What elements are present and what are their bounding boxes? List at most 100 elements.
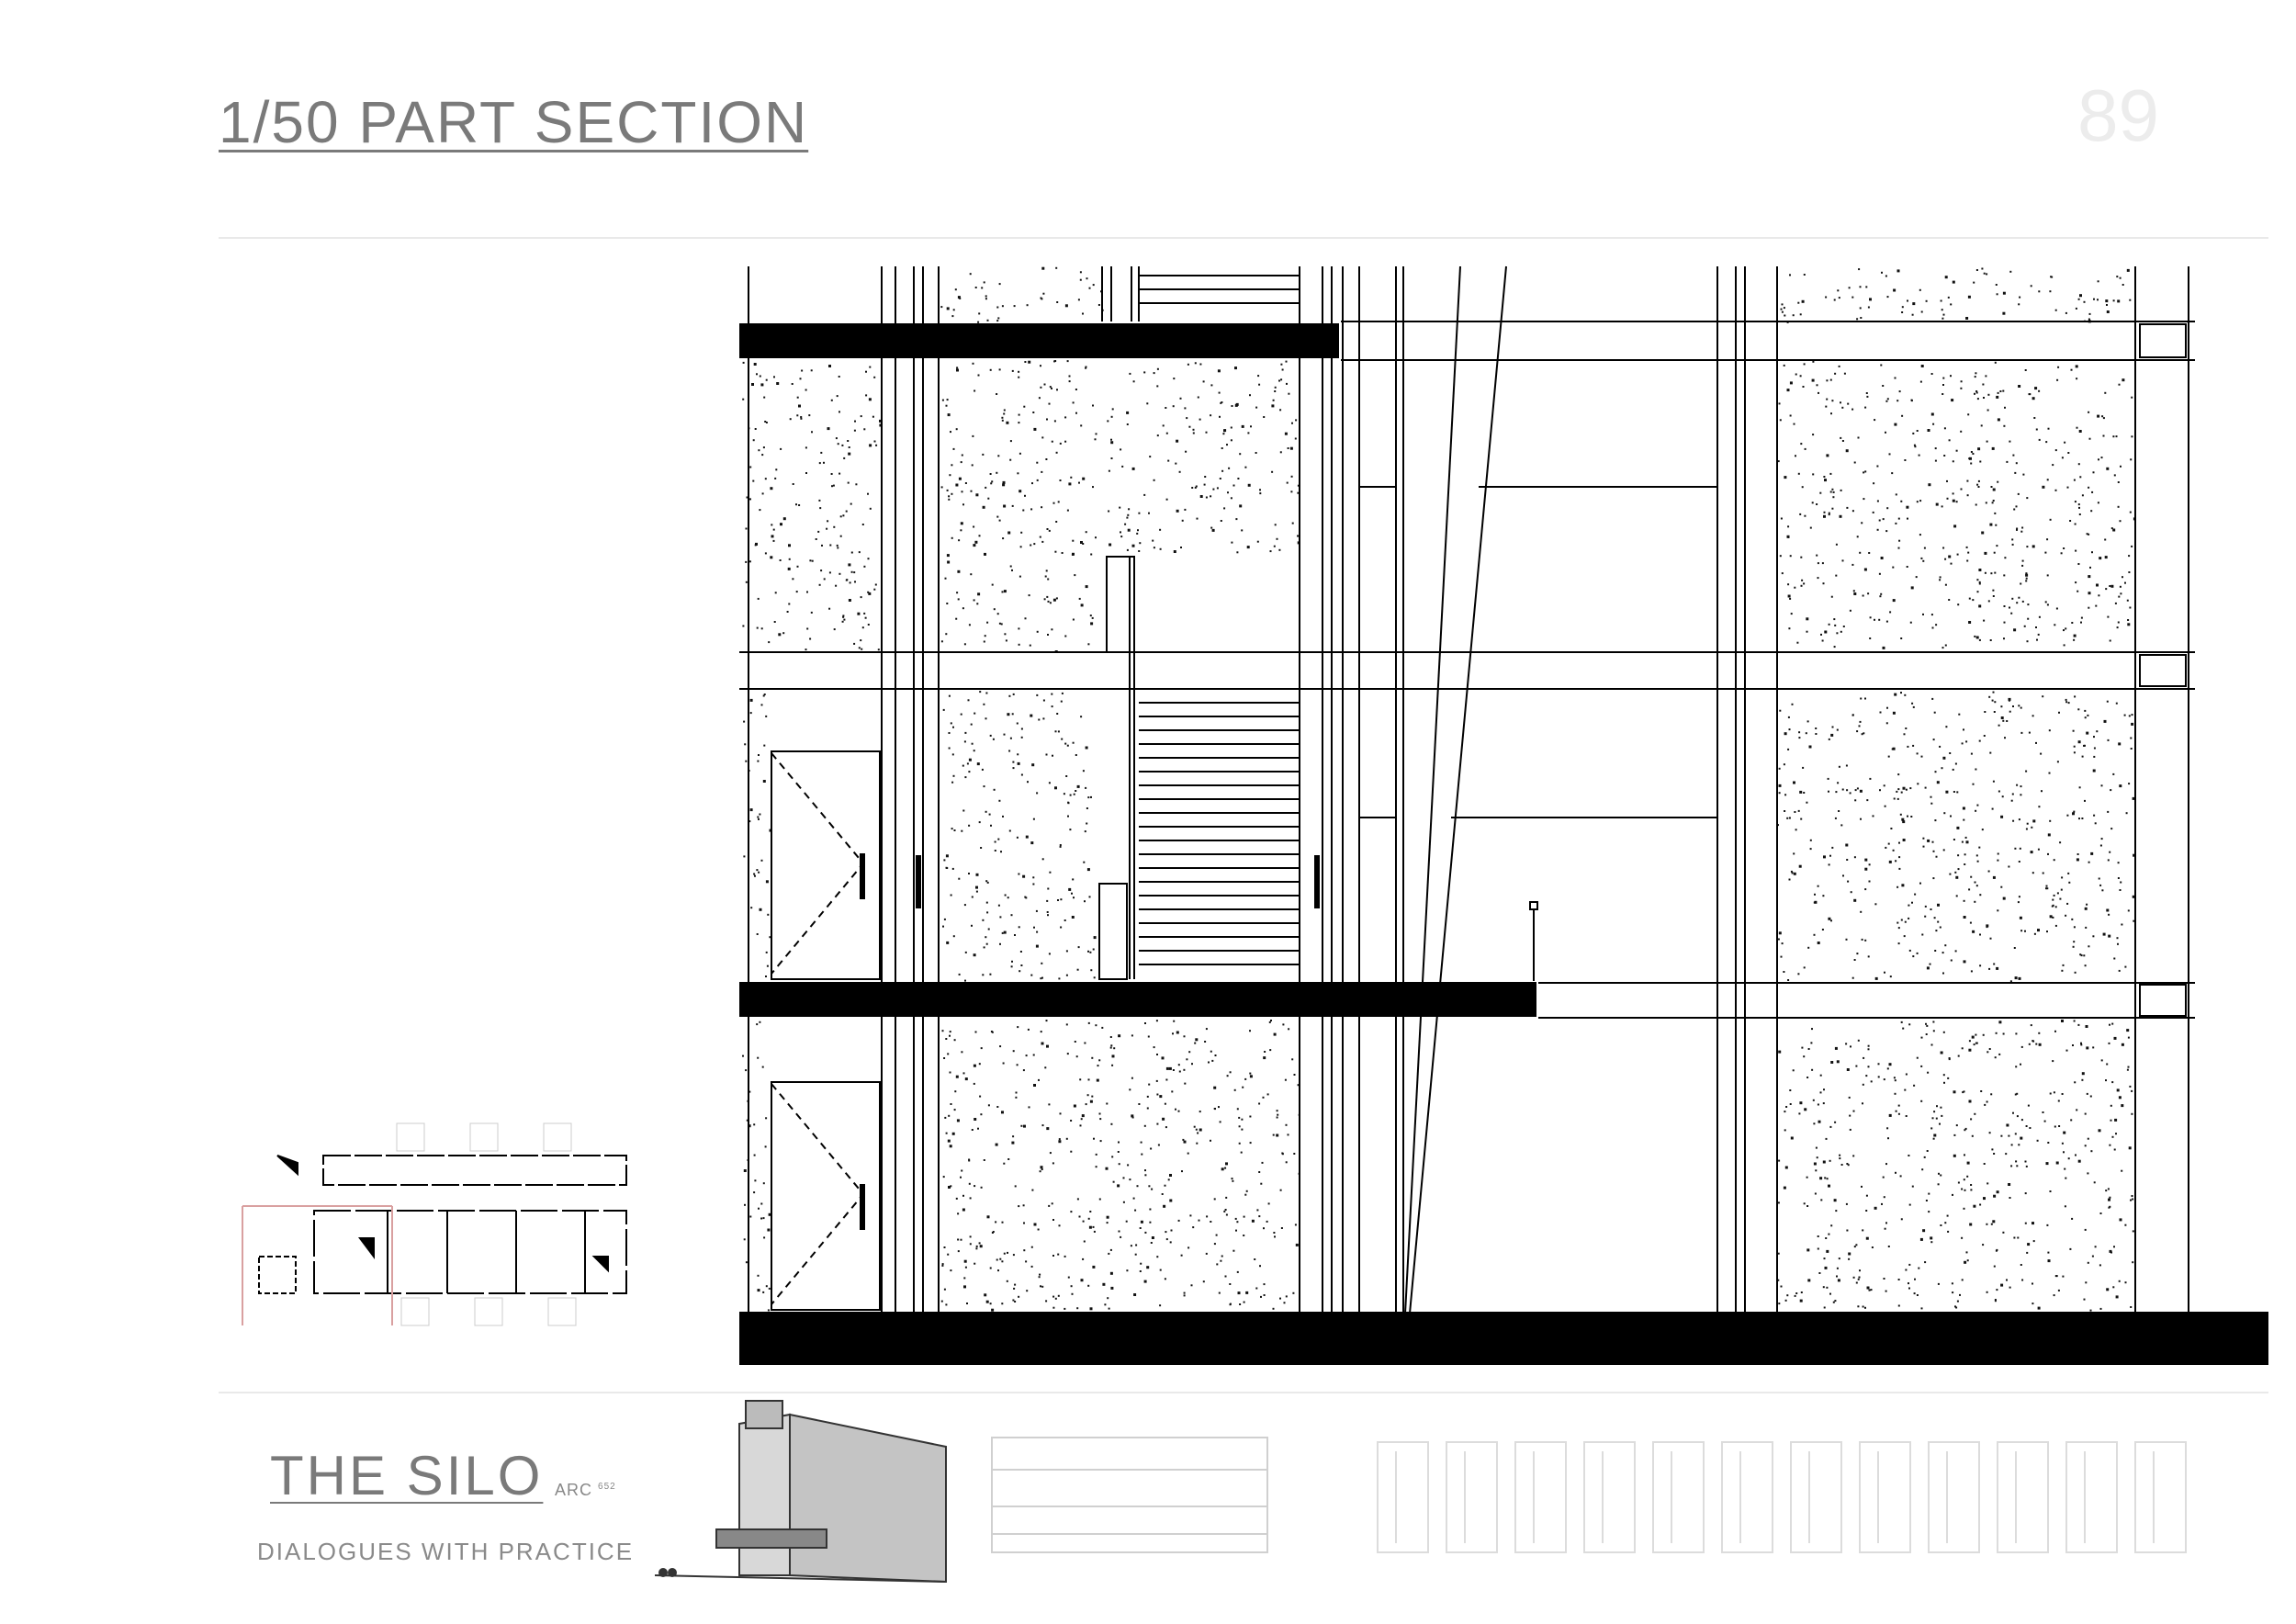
stipple-dot [1793, 872, 1796, 875]
stipple-dot [1859, 307, 1862, 310]
stipple-dot [2058, 711, 2060, 714]
stipple-dot [763, 396, 766, 399]
stipple-dot [1986, 924, 1989, 928]
stipple-dot [1231, 405, 1233, 407]
stipple-dot [1920, 755, 1923, 758]
stipple-dot [1846, 1163, 1849, 1165]
stipple-dot [1001, 305, 1004, 308]
stipple-dot [779, 559, 782, 561]
stipple-dot [1093, 936, 1097, 940]
stipple-dot [1984, 711, 1986, 713]
stipple-dot [1205, 496, 1208, 499]
stipple-dot [1825, 1137, 1828, 1140]
stipple-dot [2002, 291, 2006, 295]
stipple-dot [1869, 637, 1872, 639]
stipple-dot [1933, 1133, 1937, 1137]
stipple-dot [1058, 1224, 1061, 1227]
stipple-dot [1961, 1047, 1964, 1050]
stipple-dot [2117, 621, 2120, 624]
stipple-dot [2030, 851, 2033, 854]
stipple-dot [1244, 1077, 1247, 1080]
stipple-dot [1789, 414, 1792, 417]
stipple-dot [973, 1082, 975, 1085]
stipple-dot [2020, 1045, 2023, 1048]
stipple-dot [1834, 1121, 1837, 1123]
stipple-dot [767, 1228, 771, 1232]
stipple-dot [1125, 1220, 1128, 1223]
stipple-dot [2068, 881, 2071, 884]
stipple-dot [1953, 1133, 1956, 1136]
stipple-dot [1033, 1084, 1036, 1087]
stipple-dot [1925, 299, 1928, 302]
stipple-dot [1778, 402, 1781, 405]
stipple-dot [2056, 378, 2059, 381]
stipple-dot [1784, 476, 1787, 479]
stipple-dot [2064, 441, 2066, 444]
stipple-dot [1978, 604, 1982, 608]
stipple-dot [1025, 1260, 1028, 1263]
stipple-dot [1890, 828, 1893, 829]
stipple-dot [1960, 387, 1963, 389]
stipple-dot [848, 563, 851, 567]
stipple-dot [1957, 603, 1960, 606]
stipple-dot [1848, 287, 1851, 289]
stipple-dot [2016, 602, 2019, 604]
stipple-dot [833, 628, 836, 631]
stipple-dot [1184, 508, 1187, 511]
stipple-dot [1222, 433, 1225, 435]
stipple-dot [1979, 1203, 1982, 1206]
stipple-dot [1080, 1279, 1084, 1282]
stipple-dot [1213, 1198, 1216, 1201]
stipple-dot [2084, 1228, 2087, 1231]
stipple-dot [2131, 396, 2133, 399]
stipple-dot [952, 935, 955, 938]
stipple-dot [1112, 1180, 1115, 1183]
stipple-dot [780, 523, 782, 526]
stipple-dot [1148, 1185, 1151, 1188]
stipple-dot [1055, 266, 1058, 269]
stipple-dot [2013, 947, 2016, 949]
stipple-dot [1131, 1077, 1133, 1079]
stipple-dot [1935, 1117, 1938, 1120]
stipple-dot [1263, 1227, 1265, 1230]
stipple-dot [1002, 537, 1005, 540]
stipple-dot [1880, 557, 1884, 559]
stipple-dot [1903, 733, 1906, 736]
stipple-dot [1196, 1142, 1199, 1145]
stipple-dot [1156, 367, 1159, 370]
stipple-dot [1280, 378, 1283, 381]
stipple-dot [2074, 971, 2077, 974]
stipple-dot [1095, 433, 1097, 435]
stipple-dot [2074, 523, 2077, 525]
stipple-dot [1024, 617, 1027, 620]
stipple-dot [1041, 976, 1043, 979]
stipple-dot [1099, 1140, 1102, 1143]
stipple-dot [2071, 622, 2074, 624]
stipple-dot [1930, 1241, 1933, 1244]
stipple-dot [1036, 630, 1039, 633]
stipple-dot [1851, 296, 1854, 299]
stipple-dot [2006, 1279, 2008, 1281]
stipple-dot [742, 398, 745, 400]
stipple-dot [2108, 1198, 2110, 1201]
stipple-dot [2110, 828, 2113, 830]
stipple-dot [1220, 401, 1222, 404]
stipple-dot [968, 1159, 971, 1162]
stipple-dot [1003, 590, 1007, 593]
stipple-dot [949, 1071, 951, 1074]
stipple-dot [1933, 1111, 1936, 1113]
stipple-dot [1012, 1254, 1015, 1257]
stipple-dot [2100, 457, 2103, 459]
stipple-dot [1232, 484, 1235, 487]
stipple-dot [1040, 365, 1041, 367]
stipple-dot [1789, 274, 1791, 276]
stipple-dot [1004, 894, 1007, 897]
stipple-dot [1886, 1127, 1889, 1130]
stipple-dot [1083, 861, 1086, 863]
stipple-dot [2000, 815, 2004, 818]
stipple-dot [1136, 532, 1139, 535]
stipple-dot [1090, 795, 1092, 798]
stipple-dot [943, 1057, 946, 1059]
stipple-dot [997, 1269, 999, 1272]
stipple-dot [1061, 738, 1064, 740]
